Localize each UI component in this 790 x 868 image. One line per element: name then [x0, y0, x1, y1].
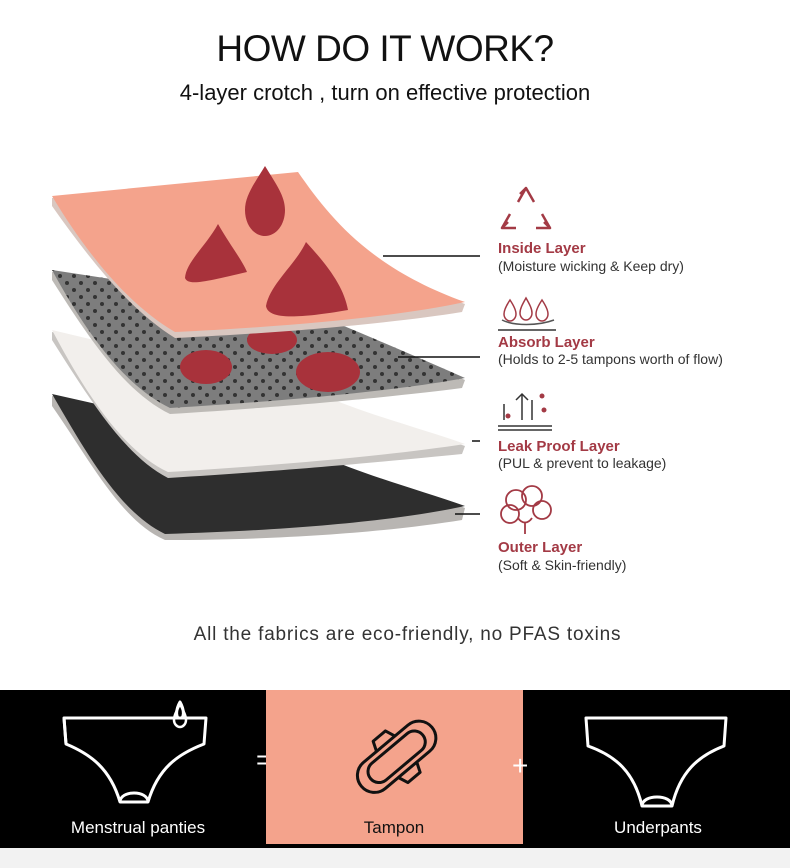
eco-friendly-note: All the fabrics are eco-friendly, no PFA… — [193, 624, 622, 645]
drops-absorb-icon — [498, 296, 556, 331]
page-title: HOW DO IT WORK? — [216, 28, 554, 69]
leak-proof-icon — [498, 392, 552, 431]
page-subtitle: 4-layer crotch , turn on effective prote… — [179, 80, 591, 105]
plus-sign: + — [512, 750, 529, 781]
menstrual-panties-icon — [62, 700, 208, 804]
absorb-layer-desc: (Holds to 2-5 tampons worth of flow) — [498, 351, 723, 367]
tampon-pad-icon — [355, 719, 438, 794]
inside-layer-label: Inside Layer — [498, 240, 586, 257]
menstrual-panties-label: Menstrual panties — [70, 818, 206, 837]
underpants-icon — [584, 716, 728, 808]
equation-banner: Menstrual panties = Tampon + Underpants — [0, 690, 790, 848]
layer-stack-illustration — [52, 166, 480, 540]
tampon-label: Tampon — [363, 818, 425, 837]
underpants-label: Underpants — [614, 818, 702, 837]
inside-layer-desc: (Moisture wicking & Keep dry) — [498, 258, 684, 274]
tampon-panel: Tampon — [266, 690, 523, 844]
absorb-layer-label: Absorb Layer — [498, 334, 595, 351]
cotton-icon — [500, 485, 552, 534]
leak-proof-layer-label: Leak Proof Layer — [498, 438, 620, 455]
outer-layer-label: Outer Layer — [498, 539, 583, 556]
outer-layer-desc: (Soft & Skin-friendly) — [498, 557, 627, 573]
recycle-icon — [500, 186, 552, 230]
footer-strip — [0, 848, 790, 868]
inside-layer-fabric — [52, 166, 465, 338]
leak-proof-layer-desc: (PUL & prevent to leakage) — [498, 455, 667, 471]
